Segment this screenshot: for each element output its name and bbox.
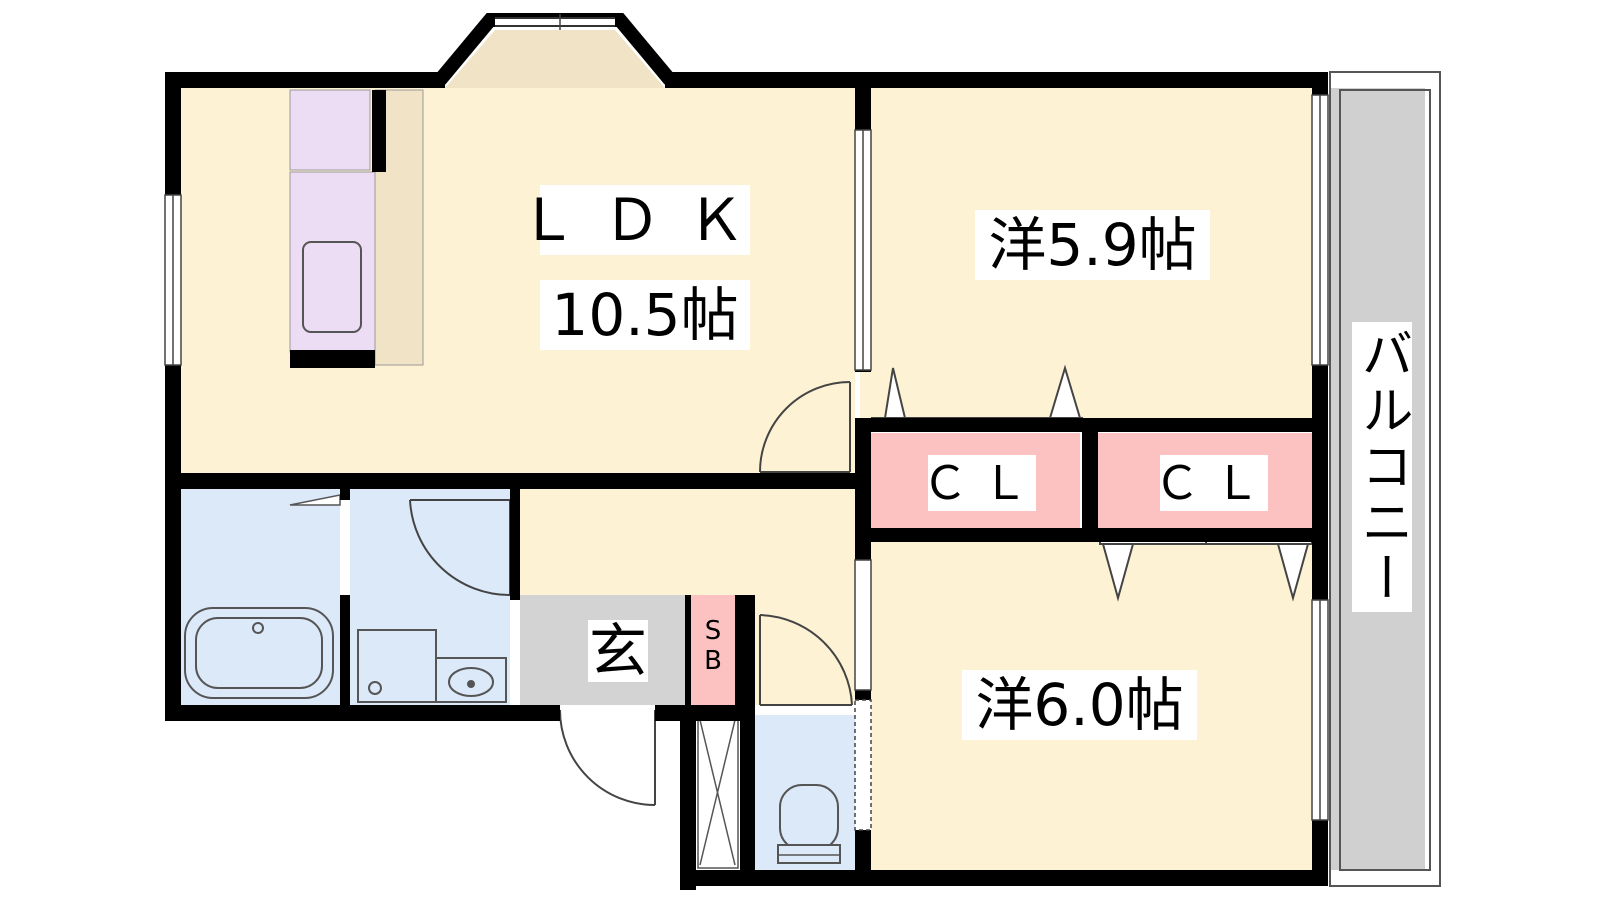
closet-1-label: ＣＬ [922, 455, 1042, 511]
toilet-door-swing [759, 614, 853, 706]
shoe-box-label-line1: S [704, 616, 722, 647]
ldk-door-swing [759, 381, 851, 473]
ldk-size-label: 10.5帖 [540, 280, 750, 350]
balcony-label: バルコニー [1352, 322, 1412, 612]
washbasin-drain [467, 680, 475, 688]
balcony-railing [1329, 71, 1441, 887]
entrance-label: 玄 [588, 617, 648, 685]
western-2-label: 洋6.0帖 [962, 670, 1197, 740]
ldk-floor [175, 88, 855, 473]
bath-fixtures [184, 494, 507, 703]
entrance-door-swing [559, 709, 656, 806]
sink-icon [302, 241, 362, 333]
bathtub-inner [195, 617, 323, 689]
shoe-box-floor [690, 595, 735, 705]
kitchen-base [290, 350, 375, 368]
washroom-door-swing [409, 499, 511, 597]
shoe-box-label: S B [692, 612, 734, 682]
washbasin-bowl [448, 667, 494, 697]
kitchen [289, 89, 424, 368]
closet-2-label: ＣＬ [1154, 455, 1274, 511]
bay-window-floor [445, 30, 665, 88]
hallway-floor [520, 485, 855, 595]
bathtub-icon [184, 607, 334, 699]
windows [164, 94, 1329, 831]
washing-machine-dial [368, 681, 382, 695]
kitchen-wall-stub [372, 90, 386, 172]
toilet-icon [777, 784, 841, 864]
hallway-floor-2 [755, 595, 855, 705]
bay-window [434, 13, 676, 88]
ldk-name-label: ＬＤＫ [519, 185, 772, 255]
storage-cross [697, 717, 739, 869]
shoe-box-label-line2: B [704, 646, 722, 676]
kitchen-cabinet [289, 89, 371, 171]
bathtub-drain [252, 622, 264, 634]
western-1-label: 洋5.9帖 [975, 210, 1210, 280]
